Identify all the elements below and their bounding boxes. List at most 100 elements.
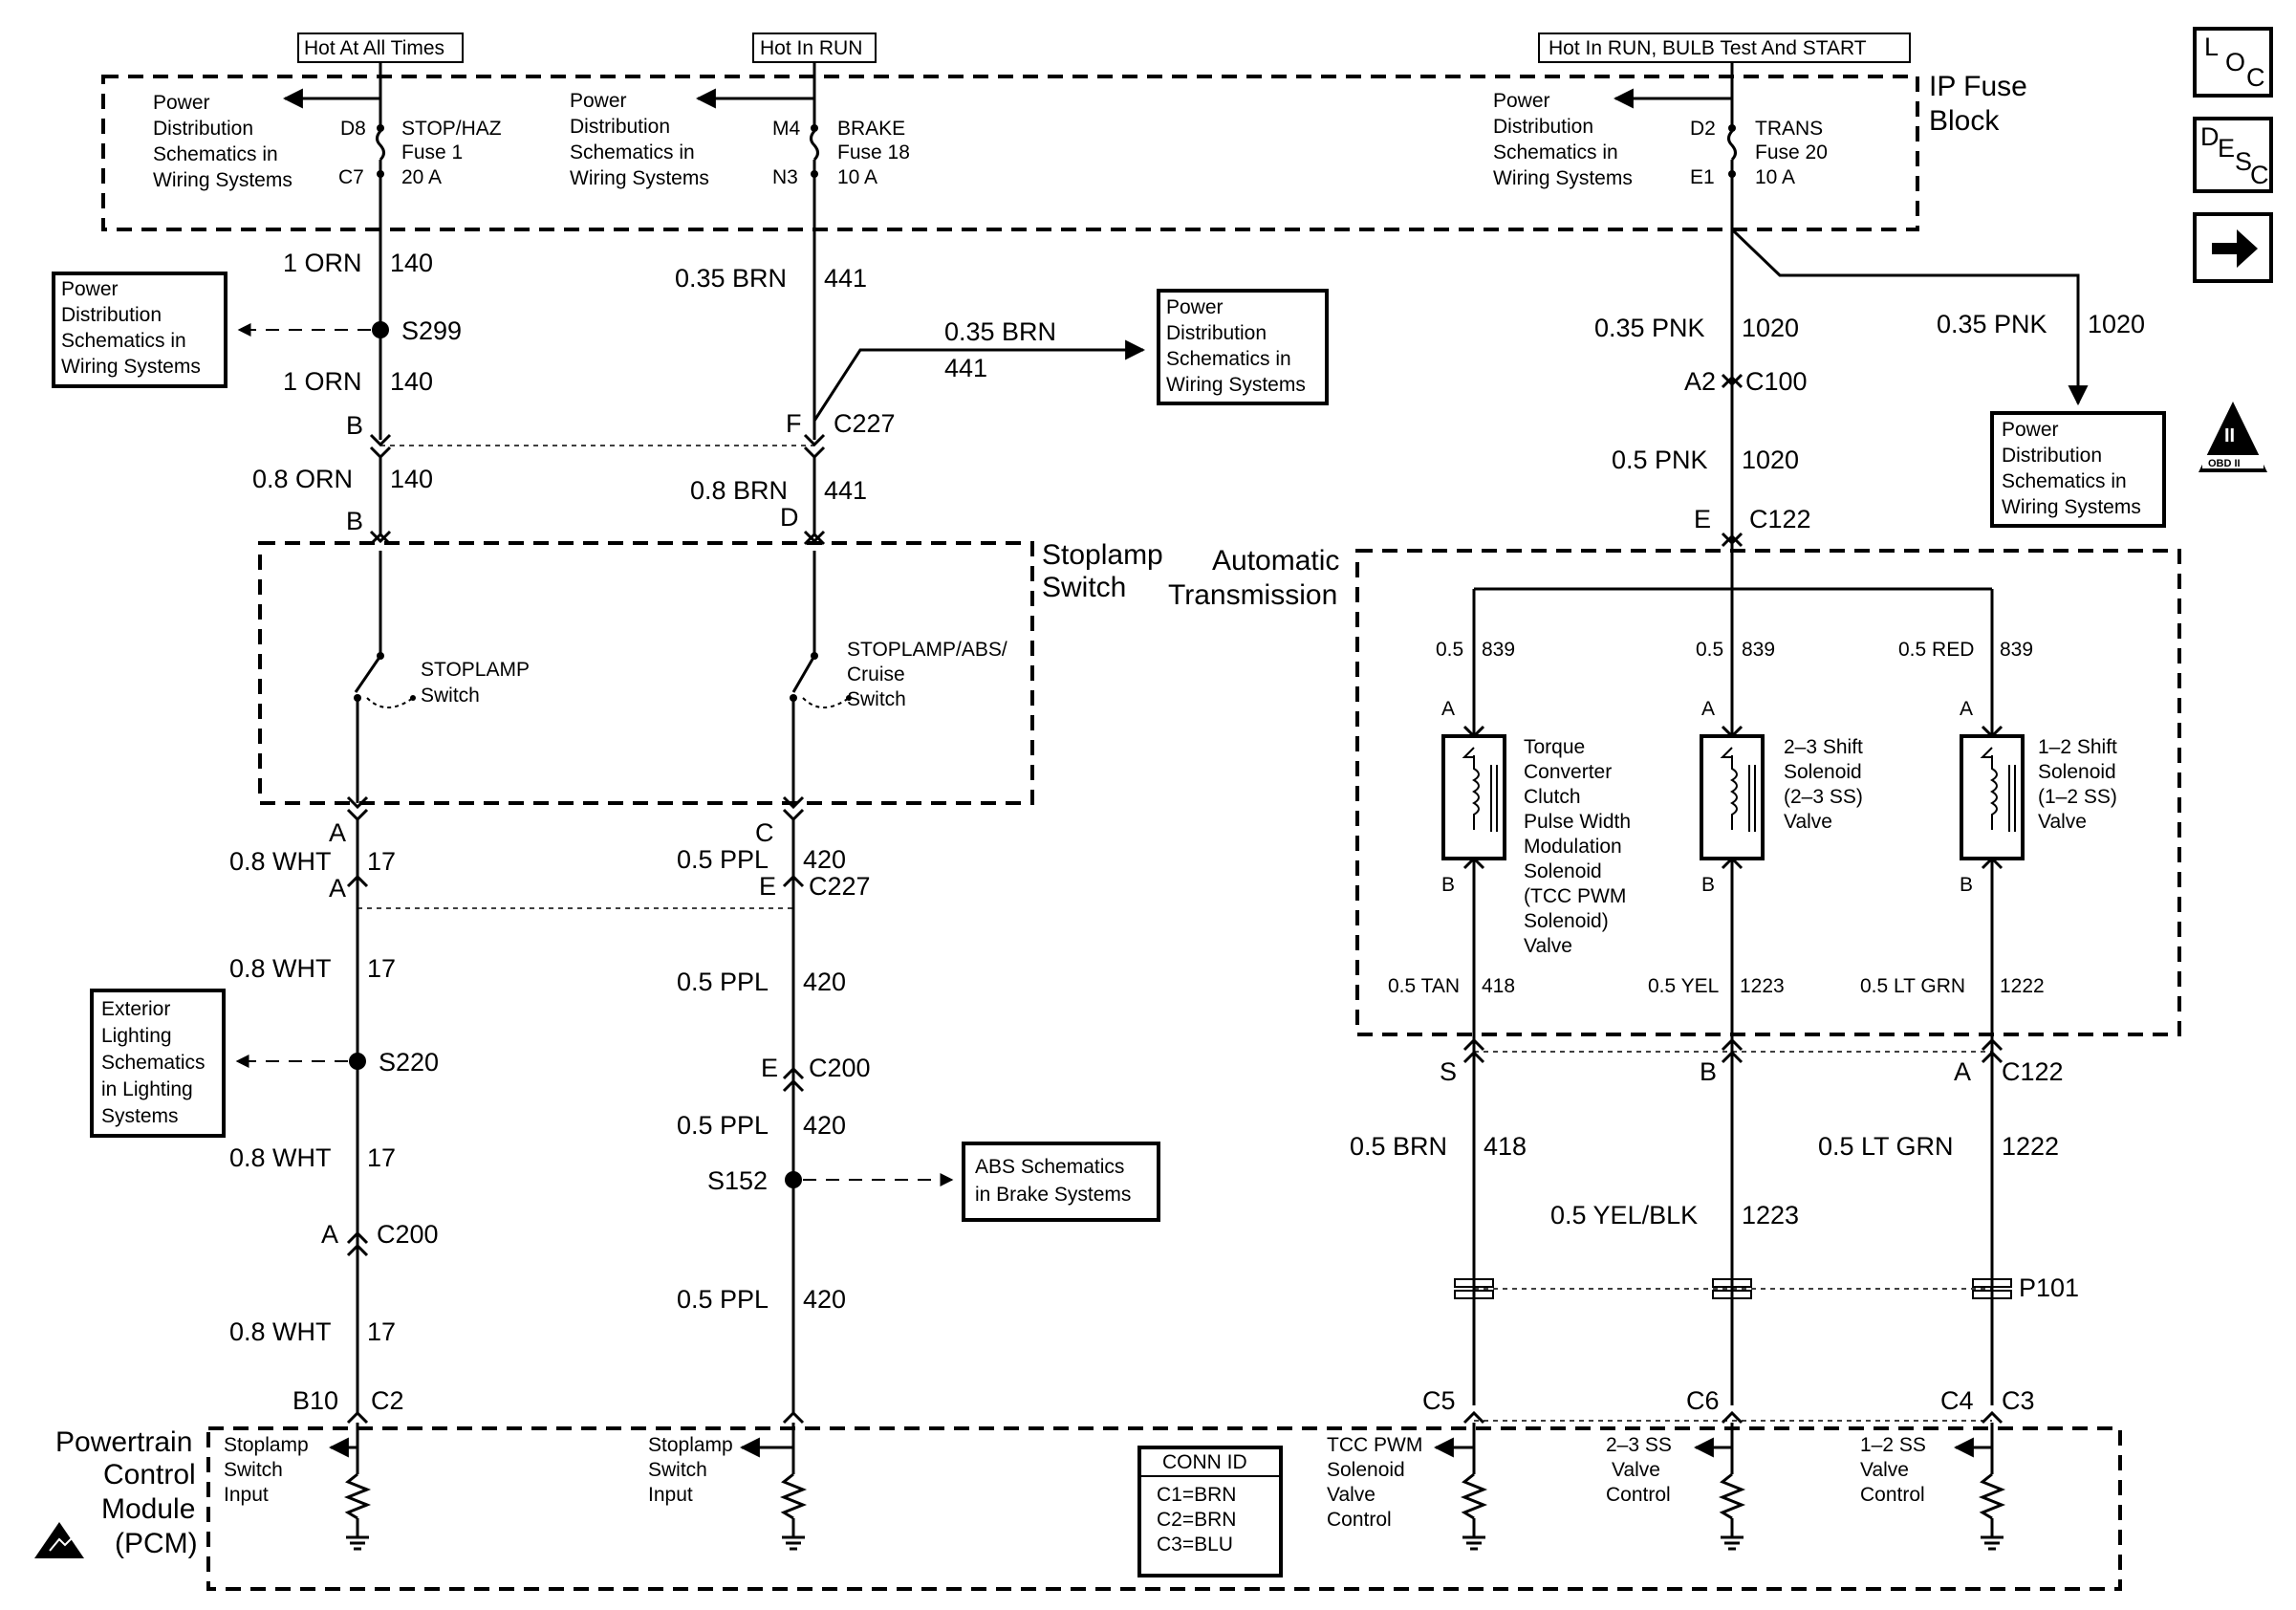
svg-text:Module: Module [101, 1493, 195, 1525]
loc-icon[interactable]: L O C [2193, 27, 2273, 98]
svg-text:Fuse 20: Fuse 20 [1755, 141, 1828, 163]
svg-text:1 ORN: 1 ORN [283, 367, 362, 396]
svg-text:Power: Power [570, 90, 627, 112]
svg-text:418: 418 [1484, 1132, 1527, 1161]
svg-text:C: C [2246, 63, 2265, 92]
svg-text:Distribution: Distribution [570, 116, 670, 138]
ground-icon [782, 1535, 805, 1551]
svg-text:Valve: Valve [1860, 1459, 1909, 1481]
svg-text:C122: C122 [2002, 1057, 2064, 1086]
ss12-solenoid-label: 1–2 Shift [2038, 736, 2117, 758]
svg-text:S: S [2235, 147, 2252, 176]
desc-icon[interactable]: D E S C [2193, 117, 2273, 193]
svg-text:Power: Power [2002, 419, 2059, 441]
svg-text:Solenoid): Solenoid) [1524, 910, 1609, 932]
svg-text:B: B [1960, 874, 1973, 896]
svg-text:C227: C227 [834, 409, 896, 438]
svg-text:ABS Schematics: ABS Schematics [975, 1156, 1124, 1178]
svg-text:Schematics in: Schematics in [153, 143, 278, 165]
svg-text:0.5 LT GRN: 0.5 LT GRN [1818, 1132, 1954, 1161]
svg-text:Schematics: Schematics [101, 1052, 206, 1074]
svg-text:Switch: Switch [421, 685, 480, 707]
svg-text:E1: E1 [1690, 166, 1715, 188]
fuse-brake: BRAKE [837, 118, 905, 140]
svg-text:Switch: Switch [1042, 572, 1126, 603]
svg-text:C100: C100 [1745, 367, 1808, 396]
connector-p101: P101 [2019, 1273, 2079, 1302]
svg-text:420: 420 [803, 1111, 846, 1140]
svg-text:C200: C200 [809, 1054, 871, 1082]
svg-text:Cruise: Cruise [847, 664, 905, 685]
conn-id-box [1137, 1446, 1283, 1577]
svg-text:17: 17 [367, 954, 396, 983]
svg-text:E: E [1694, 505, 1711, 533]
pcm-title: Powertrain [55, 1426, 192, 1458]
svg-text:O: O [2225, 48, 2245, 76]
svg-text:20 A: 20 A [401, 166, 442, 188]
svg-text:Input: Input [648, 1484, 693, 1506]
svg-text:C4: C4 [1940, 1386, 1974, 1415]
tcc-solenoid-icon [1441, 734, 1506, 860]
svg-text:1020: 1020 [1742, 446, 1799, 474]
svg-text:Valve: Valve [2038, 811, 2087, 833]
svg-text:0.5 PPL: 0.5 PPL [677, 1111, 769, 1140]
svg-text:Schematics in: Schematics in [61, 330, 186, 352]
svg-text:140: 140 [390, 367, 433, 396]
svg-text:2–3 SS: 2–3 SS [1606, 1434, 1672, 1456]
svg-text:140: 140 [390, 249, 433, 277]
svg-text:839: 839 [1482, 639, 1515, 661]
svg-text:Exterior: Exterior [101, 998, 170, 1020]
svg-text:(TCC PWM: (TCC PWM [1524, 885, 1626, 907]
svg-text:A: A [1441, 698, 1455, 720]
svg-text:(1–2 SS): (1–2 SS) [2038, 786, 2117, 808]
svg-text:839: 839 [2000, 639, 2033, 661]
svg-text:0.5 PPL: 0.5 PPL [677, 845, 769, 874]
svg-text:0.8 WHT: 0.8 WHT [229, 1143, 332, 1172]
header-hot-run: Hot In RUN [760, 37, 862, 59]
svg-text:D8: D8 [340, 118, 366, 140]
fuse-block-title: IP Fuse [1929, 71, 2027, 102]
svg-text:A: A [1954, 1057, 1971, 1086]
svg-text:17: 17 [367, 1143, 396, 1172]
svg-text:E: E [759, 872, 776, 901]
svg-text:10 A: 10 A [837, 166, 877, 188]
svg-text:Solenoid: Solenoid [2038, 761, 2116, 783]
svg-text:441: 441 [944, 354, 987, 382]
svg-text:N3: N3 [772, 166, 798, 188]
next-arrow-icon[interactable] [2193, 212, 2273, 283]
splice-s152 [785, 1171, 802, 1188]
svg-text:420: 420 [803, 845, 846, 874]
svg-text:C1=BRN: C1=BRN [1157, 1484, 1236, 1506]
svg-text:0.5 YEL/BLK: 0.5 YEL/BLK [1550, 1201, 1698, 1229]
svg-text:in Lighting: in Lighting [101, 1078, 193, 1100]
svg-text:Automatic: Automatic [1212, 545, 1339, 577]
svg-text:A2: A2 [1684, 367, 1716, 396]
svg-text:1020: 1020 [2088, 310, 2145, 338]
svg-text:Transmission: Transmission [1168, 579, 1337, 611]
svg-text:140: 140 [390, 465, 433, 493]
svg-text:C2: C2 [371, 1386, 404, 1415]
svg-text:Distribution: Distribution [61, 304, 162, 326]
svg-text:L: L [2204, 33, 2219, 61]
svg-text:B: B [346, 411, 363, 440]
svg-text:839: 839 [1742, 639, 1775, 661]
svg-text:1223: 1223 [1742, 1201, 1799, 1229]
stoplamp-circuit: 1 ORN 140 S299 Power Distribution Schema… [52, 229, 530, 1415]
svg-text:M4: M4 [772, 118, 800, 140]
svg-text:0.5: 0.5 [1436, 639, 1463, 661]
svg-text:Solenoid: Solenoid [1327, 1459, 1405, 1481]
svg-text:17: 17 [367, 847, 396, 876]
svg-text:Lighting: Lighting [101, 1025, 172, 1047]
svg-text:420: 420 [803, 968, 846, 996]
ss23-solenoid-icon [1700, 734, 1765, 860]
svg-text:Solenoid: Solenoid [1784, 761, 1862, 783]
svg-text:C2=BRN: C2=BRN [1157, 1509, 1236, 1531]
svg-text:C3: C3 [2002, 1386, 2035, 1415]
svg-text:B: B [1701, 874, 1715, 896]
svg-text:0.5 PPL: 0.5 PPL [677, 1285, 769, 1314]
svg-text:0.8 BRN: 0.8 BRN [690, 476, 788, 505]
brake-circuit: 0.35 BRN 441 0.35 BRN 441 Power Distribu… [675, 229, 1329, 1415]
svg-text:Distribution: Distribution [1166, 322, 1267, 344]
svg-text:B10: B10 [292, 1386, 338, 1415]
svg-text:Control: Control [103, 1459, 196, 1490]
